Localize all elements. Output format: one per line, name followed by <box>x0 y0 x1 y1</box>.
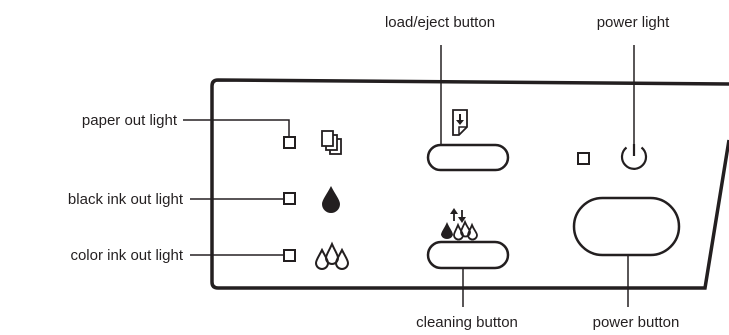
power-light <box>577 152 590 165</box>
load-eject-button-label: load/eject button <box>385 14 495 31</box>
color-ink-out-light-label: color ink out light <box>70 247 183 264</box>
black-ink-out-light-label: black ink out light <box>68 191 184 208</box>
stacked-pages-icon <box>321 130 342 155</box>
paper-out-light <box>283 136 296 149</box>
power-button-label: power button <box>593 314 680 331</box>
paper-out-leader <box>183 119 290 138</box>
paper-out-light-label: paper out light <box>82 112 178 129</box>
power-symbol-icon <box>620 144 648 170</box>
power-button[interactable] <box>572 196 681 257</box>
color-ink-out-light <box>283 249 296 262</box>
cleaning-button-label: cleaning button <box>416 314 518 331</box>
ink-drops-with-arrows-icon <box>441 208 478 241</box>
power-light-label: power light <box>597 14 670 31</box>
panel-outline <box>210 78 729 290</box>
page-with-down-arrow-icon <box>452 109 468 136</box>
load-eject-button[interactable] <box>426 143 510 172</box>
triple-ink-drops-icon <box>314 241 350 270</box>
ink-drop-icon <box>322 186 340 213</box>
cleaning-button[interactable] <box>426 240 510 270</box>
black-ink-out-light <box>283 192 296 205</box>
